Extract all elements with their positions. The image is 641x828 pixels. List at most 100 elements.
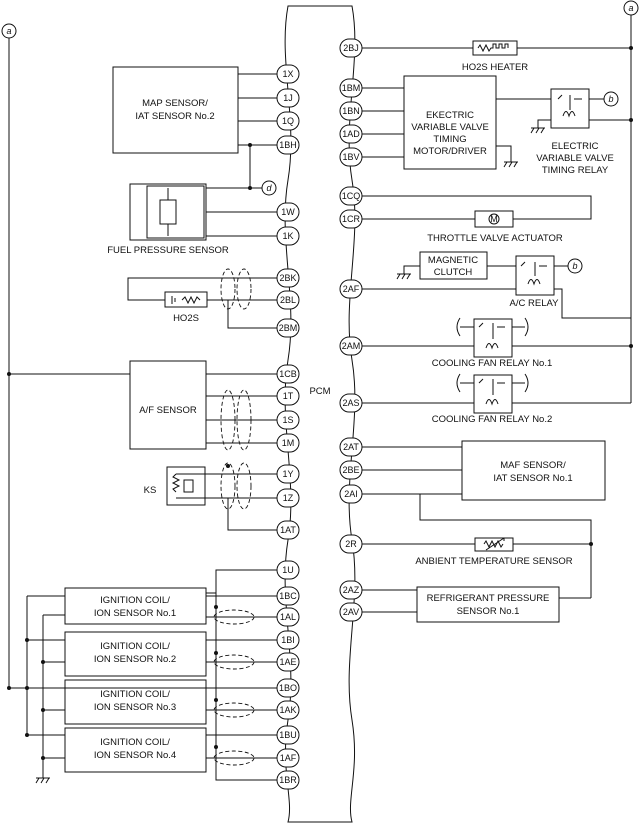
ho2s-label: HO2S [173,313,199,324]
pcm-pin-label: 1X [282,69,293,79]
evvt-relay-label-3: TIMING RELAY [542,165,609,176]
pcm-pin-1cr: 1CR [339,209,363,229]
pcm-pin-1t: 1T [276,386,300,406]
af-sensor: A/F SENSOR [7,360,278,451]
evvt-motor-label-4: MOTOR/DRIVER [413,146,487,157]
pcm-pin-label: 1AK [279,705,296,715]
pcm-pin-label: 1S [282,415,293,425]
pcm-pin-label: 1J [283,93,293,103]
throttle-actuator: M THROTTLE VALVE ACTUATOR [362,195,592,244]
rail-a-right: a [623,0,639,403]
pcm-label: PCM [309,386,330,397]
pcm-pin-1bh: 1BH [276,135,300,155]
pcm-pin-1bv: 1BV [339,147,363,167]
pcm-pin-label: 1W [281,207,295,217]
pcm-pin-label: 2BM [279,323,298,333]
magnetic-clutch-label-2: CLUTCH [434,267,473,278]
ignition-coil-4-label-2: ION SENSOR No.4 [94,750,176,761]
pcm-pin-2bl: 2BL [276,290,300,310]
pcm-pin-label: 1AE [279,657,296,667]
svg-text:M: M [490,214,498,224]
pcm-pin-label: 1U [282,565,294,575]
pcm-pin-label: 1Z [283,493,294,503]
pcm-pin-1ad: 1AD [339,124,363,144]
pcm-pin-1j: 1J [276,88,300,108]
pcm-pin-label: 2AI [344,489,358,499]
maf-sensor-label-2: IAT SENSOR No.1 [493,473,572,484]
pcm-pin-1q: 1Q [276,111,300,131]
evvt-relay: b ELECTRIC VARIABLE VALVE TIMING RELAY [496,88,633,176]
pcm-pin-label: 1BO [279,683,297,693]
pcm-pin-label: 1BN [342,106,360,116]
pcm-pin-label: 1BV [342,152,359,162]
magnetic-clutch-label-1: MAGNETIC [428,255,478,266]
ignition-coil-1-label-2: ION SENSOR No.1 [94,608,176,619]
ignition-coil-4: IGNITION COIL/ ION SENSOR No.4 [25,570,278,781]
pcm-pin-1bc: 1BC [276,586,300,606]
pcm-pin-2ai: 2AI [339,484,363,504]
pcm-pin-2bk: 2BK [276,268,300,288]
pcm-pin-2bm: 2BM [276,318,300,338]
evvt-relay-label-1: ELECTRIC [552,141,599,152]
evvt-motor-label-2: VARIABLE VALVE [411,122,489,133]
ignition-ground-bus [26,596,50,784]
pcm-pin-label: 1BU [279,730,297,740]
pcm-pin-label: 2BK [279,273,296,283]
pcm-pin-1x: 1X [276,64,300,84]
refrigerant-sensor-label-1: REFRIGERANT PRESSURE [427,593,550,604]
pcm-pin-label: 1BR [279,775,297,785]
pcm-pin-2as: 2AS [339,393,363,413]
ks-label: KS [144,485,157,496]
pcm-pin-1ae: 1AE [276,652,300,672]
map-sensor-label-1: MAP SENSOR/ [142,98,208,109]
pcm-pin-2az: 2AZ [339,580,363,600]
fuel-pressure-sensor: FUEL PRESSURE SENSOR [107,183,278,256]
pcm-pin-1br: 1BR [276,770,300,790]
pcm-pin-label: 2BL [280,295,296,305]
pcm-pin-2am: 2AM [339,336,363,356]
evvt-motor-label-1: EKECTRIC [426,110,474,121]
cooling-fan-relay-2-label: COOLING FAN RELAY No.2 [432,414,553,425]
pcm-right-pins: 2BJ1BM1BN1AD1BV1CQ1CR2AF2AM2AS2AT2BE2AI2… [339,38,363,622]
maf-sensor: MAF SENSOR/ IAT SENSOR No.1 [362,440,606,544]
pcm-pin-label: 1AD [342,129,360,139]
map-sensor: MAP SENSOR/ IAT SENSOR No.2 d [112,66,278,196]
pcm-pin-1bi: 1BI [276,630,300,650]
pcm-pin-1af: 1AF [276,748,300,768]
pcm-pin-2be: 2BE [339,460,363,480]
connector-b-ac: b [572,261,577,271]
ignition-coil-3-label-2: ION SENSOR No.3 [94,702,176,713]
throttle-actuator-label: THROTTLE VALVE ACTUATOR [427,233,563,244]
ignition-coil-2-label-2: ION SENSOR No.2 [94,654,176,665]
connector-a-left: a [6,26,11,36]
evvt-motor-driver: EKECTRIC VARIABLE VALVE TIMING MOTOR/DRI… [362,75,518,170]
ignition-coil-3: IGNITION COIL/ ION SENSOR No.3 [7,679,278,725]
pcm-pin-label: 1AF [280,753,297,763]
pcm-pin-label: 1CR [342,214,361,224]
pcm-pin-1m: 1M [276,433,300,453]
pcm-pin-2bj: 2BJ [339,38,363,58]
pcm-pin-1al: 1AL [276,607,300,627]
pcm-pin-1s: 1S [276,410,300,430]
cooling-fan-relay-1-label: COOLING FAN RELAY No.1 [432,358,553,369]
pcm-pin-1u: 1U [276,560,300,580]
ignition-coil-2: IGNITION COIL/ ION SENSOR No.2 [25,631,278,677]
pcm-pin-1z: 1Z [276,488,300,508]
pcm-pin-label: 2AF [343,284,360,294]
pcm-pin-label: 1BH [279,140,297,150]
pcm-pin-label: 2AZ [343,585,360,595]
pcm-left-pins: 1X1J1Q1BH1W1K2BK2BL2BM1CB1T1S1M1Y1Z1AT1U… [276,64,300,790]
pcm-pin-label: 1AT [280,525,296,535]
ignition-coil-4-label-1: IGNITION COIL/ [100,737,170,748]
pcm-pin-label: 1M [282,438,295,448]
pcm-pin-1cq: 1CQ [339,186,363,206]
pcm-pin-label: 2BJ [343,43,359,53]
pcm-pin-1bm: 1BM [339,78,363,98]
ignition-coil-1-label-1: IGNITION COIL/ [100,595,170,606]
rail-a-left: a [1,23,17,688]
pcm-pin-label: 1Y [282,469,293,479]
pcm-pin-label: 2AV [343,607,359,617]
connector-d: d [266,183,272,193]
ac-relay-label: A/C RELAY [510,298,560,309]
